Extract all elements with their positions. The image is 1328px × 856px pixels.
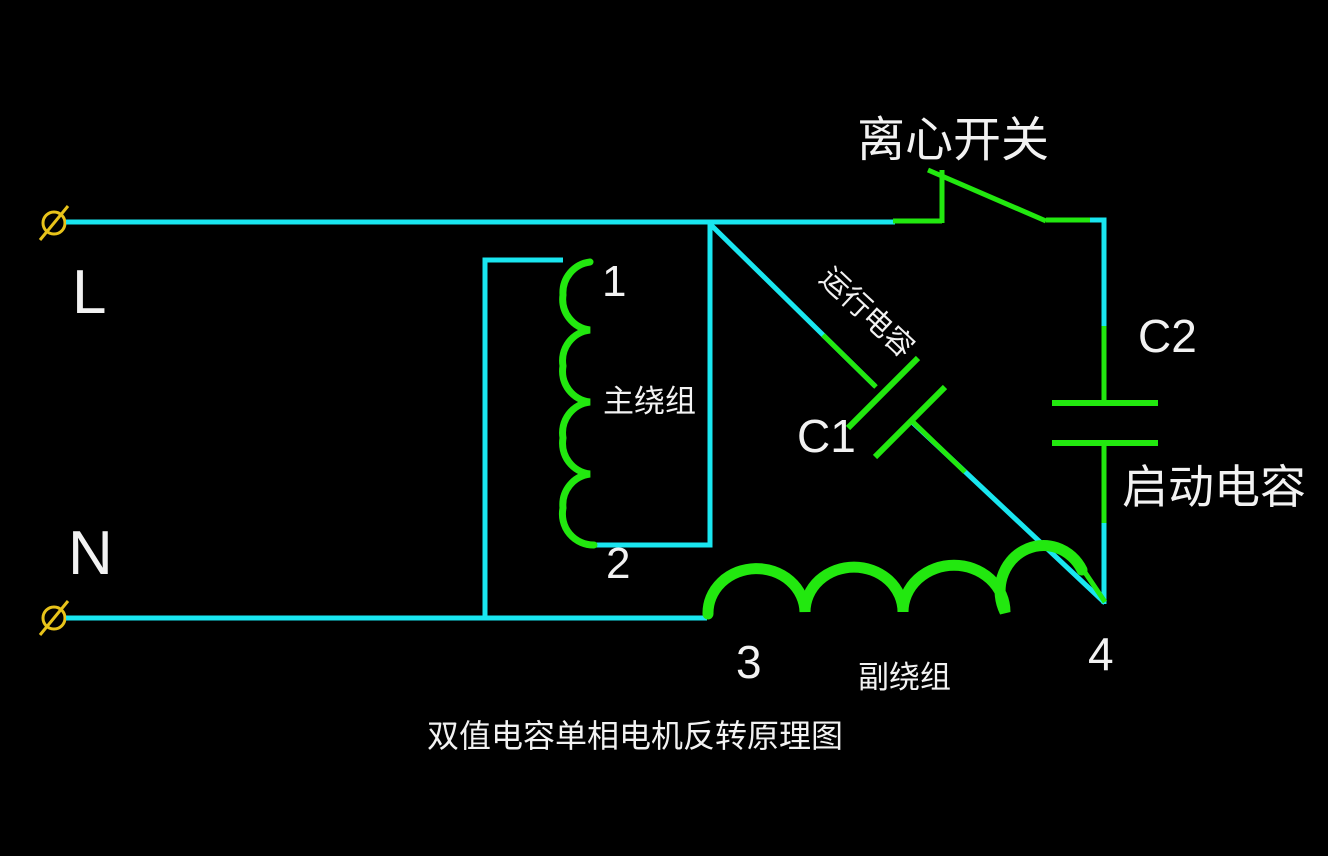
label-node-1: 1 [602, 257, 626, 306]
label-line-N: N [68, 519, 113, 588]
capacitor-c1-icon [845, 355, 948, 460]
label-line-L: L [72, 258, 106, 327]
wire-switch-to-c2 [1086, 217, 1107, 328]
wire-c1-top-lead [821, 333, 878, 389]
label-main-winding: 主绕组 [603, 384, 696, 420]
label-node-3: 3 [736, 636, 762, 688]
label-node-4: 4 [1088, 628, 1114, 680]
cyan-wires [66, 217, 1107, 621]
terminal-N-icon [38, 600, 70, 636]
wire-c1-bottom-lead [909, 418, 967, 474]
green-wires [821, 167, 1108, 604]
capacitor-c2-icon [1052, 400, 1158, 446]
centrifugal-switch-icon [893, 167, 1090, 224]
main-winding-coil-icon [558, 258, 598, 549]
aux-winding-coil-icon [702, 540, 1088, 620]
label-centrifugal-switch: 离心开关 [857, 112, 1049, 168]
label-node-2: 2 [606, 539, 630, 588]
wire-main-winding-left [482, 257, 563, 618]
label-C2: C2 [1138, 310, 1197, 362]
label-C1: C1 [797, 410, 856, 462]
terminal-L-icon [38, 205, 70, 241]
label-aux-winding: 副绕组 [858, 660, 951, 696]
label-start-capacitor: 启动电容 [1122, 460, 1306, 514]
diagram-caption: 双值电容单相电机反转原理图 [427, 717, 843, 755]
label-run-capacitor: 运行电容 [813, 260, 921, 364]
wire-main-winding-right [594, 222, 713, 548]
